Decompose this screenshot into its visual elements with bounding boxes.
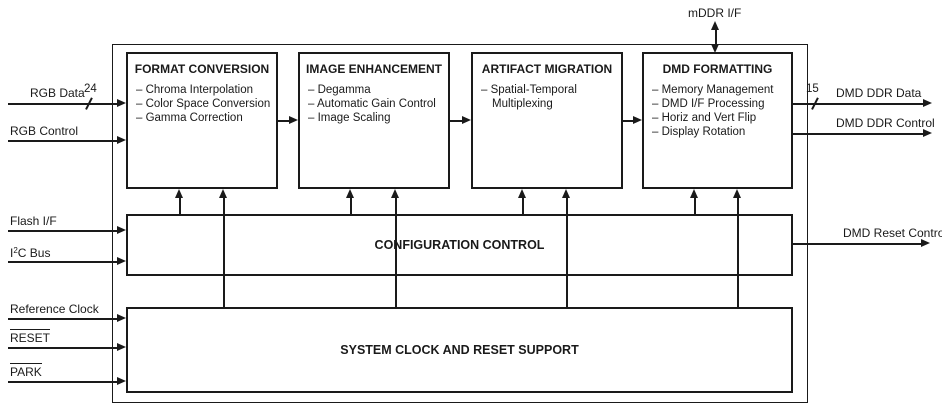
dmd-ddr-control-arrowhead-icon [923, 129, 932, 137]
config-up-arrow-line [179, 196, 181, 214]
reference-clock-line [8, 318, 118, 320]
block-title: CONFIGURATION CONTROL [374, 238, 545, 252]
flash-if-arrowhead-icon [117, 226, 126, 234]
rgb-data-label: RGB Data [30, 86, 85, 100]
config-up-arrow-line [694, 196, 696, 214]
reference-clock-label: Reference Clock [10, 302, 99, 316]
sysclk-up-arrowhead-icon [562, 189, 570, 198]
rgb-data-line [8, 103, 118, 105]
i2c-base: I [10, 246, 14, 260]
dmd-ddr-control-label: DMD DDR Control [836, 116, 935, 130]
block-system-clock-reset-support: SYSTEM CLOCK AND RESET SUPPORT [126, 307, 793, 393]
config-up-arrowhead-icon [346, 189, 354, 198]
pipeline-arrowhead-icon [633, 116, 642, 124]
block-item: – DMD I/F Processing [652, 98, 765, 110]
mddr-if-label: mDDR I/F [688, 6, 742, 20]
dmd-ddr-control-line [793, 133, 924, 135]
block-item: – Spatial-Temporal [481, 84, 577, 96]
config-up-arrowhead-icon [175, 189, 183, 198]
block-item-list: – Chroma Interpolation – Color Space Con… [128, 76, 276, 125]
block-title: SYSTEM CLOCK AND RESET SUPPORT [340, 343, 579, 357]
dmd-reset-control-line [793, 243, 922, 245]
flash-if-label: Flash I/F [10, 214, 57, 228]
reference-clock-arrowhead-icon [117, 314, 126, 322]
block-item: – Horiz and Vert Flip [652, 112, 757, 124]
mddr-arrowhead-down-icon [711, 44, 719, 53]
block-title: DMD FORMATTING [662, 62, 773, 76]
pipeline-arrowhead-icon [289, 116, 298, 124]
rgb-control-line [8, 140, 118, 142]
mddr-arrow-line [715, 29, 717, 46]
park-line [8, 381, 118, 383]
flash-if-line [8, 230, 118, 232]
pipeline-arrow-line [450, 120, 463, 122]
block-format-conversion: FORMAT CONVERSION – Chroma Interpolation… [126, 52, 278, 189]
block-item: – Gamma Correction [136, 112, 243, 124]
block-item-list: – Spatial-Temporal Multiplexing [473, 76, 621, 111]
dmd-reset-control-label: DMD Reset Control [843, 226, 942, 240]
block-item: – Memory Management [652, 84, 774, 96]
rgb-control-arrowhead-icon [117, 136, 126, 144]
i2c-bus-arrowhead-icon [117, 257, 126, 265]
park-arrowhead-icon [117, 377, 126, 385]
block-item-continuation: Multiplexing [492, 98, 553, 110]
dmd-ddr-data-bus-width: 15 [806, 83, 819, 95]
pipeline-arrowhead-icon [462, 116, 471, 124]
block-image-enhancement: IMAGE ENHANCEMENT – Degamma – Automatic … [298, 52, 450, 189]
dmd-ddr-data-arrowhead-icon [923, 99, 932, 107]
i2c-rest: C Bus [17, 246, 51, 260]
park-label-text: PARK [10, 363, 42, 379]
reset-label-text: RESET [10, 329, 51, 345]
block-title: FORMAT CONVERSION [134, 62, 270, 76]
block-artifact-migration: ARTIFACT MIGRATION – Spatial-Temporal Mu… [471, 52, 623, 189]
block-dmd-formatting: DMD FORMATTING – Memory Management – DMD… [642, 52, 793, 189]
config-up-arrow-line [522, 196, 524, 214]
sysclk-up-arrowhead-icon [733, 189, 741, 198]
sysclk-up-arrow-line [223, 196, 225, 307]
block-item-list: – Memory Management – DMD I/F Processing… [644, 76, 791, 139]
i2c-bus-line [8, 261, 118, 263]
dmd-reset-control-arrowhead-icon [921, 239, 930, 247]
sysclk-up-arrowhead-icon [219, 189, 227, 198]
block-title: IMAGE ENHANCEMENT [305, 62, 442, 76]
block-item: – Automatic Gain Control [308, 98, 436, 110]
chip-outline [112, 44, 808, 403]
sysclk-up-arrow-line [566, 196, 568, 307]
dmd-ddr-data-label: DMD DDR Data [836, 86, 922, 100]
i2c-superscript: 2 [13, 246, 18, 255]
block-item: – Degamma [308, 84, 371, 96]
block-item: – Display Rotation [652, 126, 746, 138]
reset-label: RESET [10, 329, 51, 345]
sysclk-up-arrow-line [737, 196, 739, 307]
block-item: – Color Space Conversion [136, 98, 271, 110]
pipeline-arrow-line [278, 120, 291, 122]
block-title: ARTIFACT MIGRATION [481, 62, 613, 76]
config-up-arrowhead-icon [690, 189, 698, 198]
sysclk-up-arrow-line [395, 196, 397, 307]
block-item: – Chroma Interpolation [136, 84, 253, 96]
rgb-control-label: RGB Control [10, 124, 79, 138]
block-item-list: – Degamma – Automatic Gain Control – Ima… [300, 76, 448, 125]
rgb-data-bus-width: 24 [84, 83, 97, 95]
reset-line [8, 347, 118, 349]
block-item: – Image Scaling [308, 112, 391, 124]
dmd-ddr-data-line [793, 103, 924, 105]
sysclk-up-arrowhead-icon [391, 189, 399, 198]
rgb-data-arrowhead-icon [117, 99, 126, 107]
block-configuration-control: CONFIGURATION CONTROL [126, 214, 793, 276]
pipeline-arrow-line [623, 120, 634, 122]
mddr-arrowhead-up-icon [711, 21, 719, 30]
park-label: PARK [10, 363, 42, 379]
reset-arrowhead-icon [117, 343, 126, 351]
config-up-arrowhead-icon [518, 189, 526, 198]
config-up-arrow-line [350, 196, 352, 214]
i2c-bus-label: I2C Bus [10, 246, 50, 260]
